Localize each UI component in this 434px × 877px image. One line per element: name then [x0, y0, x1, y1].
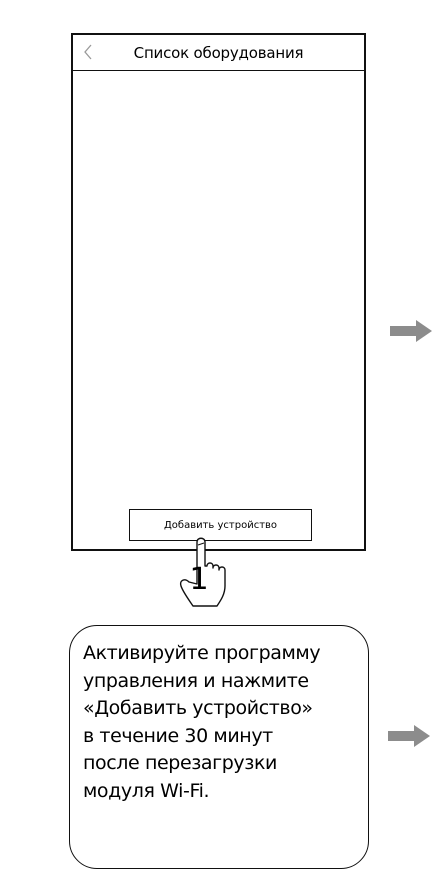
add-device-button[interactable]: Добавить устройство — [129, 509, 312, 541]
instruction-callout: Активируйте программу управления и нажми… — [69, 625, 369, 869]
arrow-right-icon — [388, 725, 430, 747]
screen-title: Список оборудования — [133, 44, 304, 62]
screen-header: Список оборудования — [73, 35, 364, 71]
phone-screen-mockup: Список оборудования Добавить устройство — [71, 33, 366, 551]
chevron-left-icon[interactable] — [79, 41, 97, 63]
hand-pointer-icon — [179, 537, 226, 607]
instruction-text: Активируйте программу управления и нажми… — [83, 642, 321, 802]
step-number: 1 — [189, 562, 209, 597]
arrow-right-icon — [390, 320, 432, 342]
